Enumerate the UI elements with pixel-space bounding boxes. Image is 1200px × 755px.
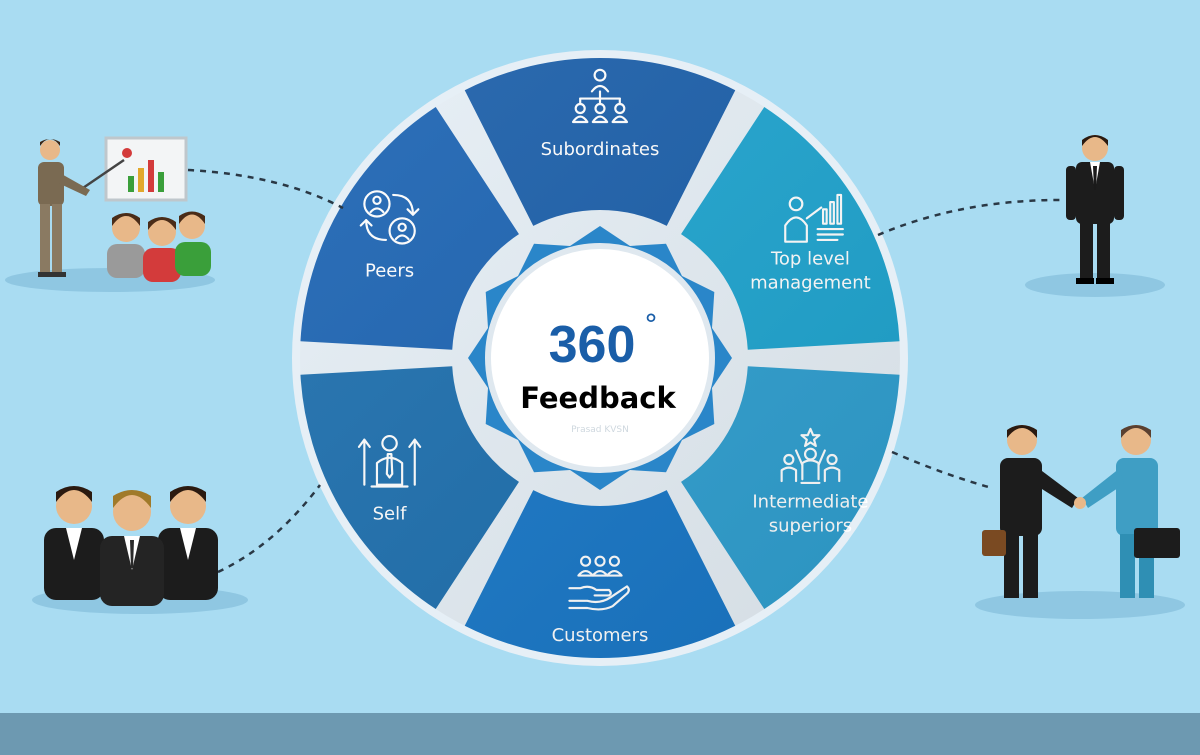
connector-right-bottom (891, 450, 993, 490)
connector-left-bottom (217, 484, 321, 574)
center-watermark: Prasad KVSN (571, 425, 629, 435)
center-degree: ° (644, 308, 658, 341)
connector-right-top (877, 198, 1061, 237)
handshake-illustration (975, 425, 1185, 619)
businessman-standing-illustration (1025, 135, 1165, 297)
center-disc (496, 254, 704, 462)
center-label: Feedback (520, 381, 676, 415)
three-managers-illustration (32, 486, 248, 614)
connector-left-top (187, 168, 344, 210)
presenter-audience-illustration (5, 136, 215, 292)
center-number: 360 (549, 316, 636, 374)
footer-band (0, 713, 1200, 755)
